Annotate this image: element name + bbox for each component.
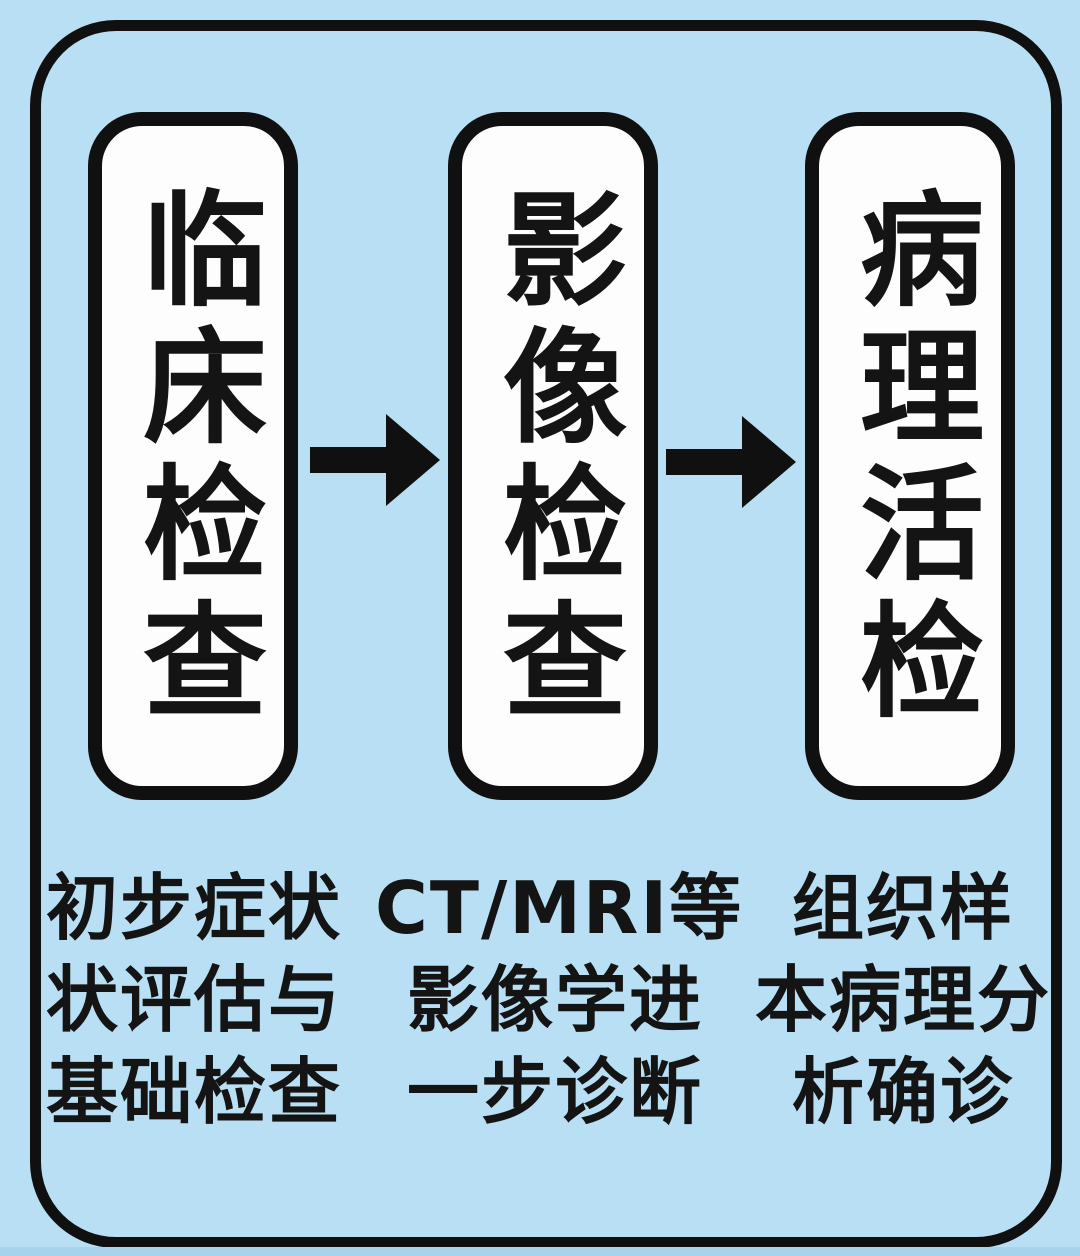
desc-line: 本病理分	[754, 958, 1051, 1042]
desc-line: CT/MRI等	[375, 866, 744, 950]
arrow-right-icon	[666, 416, 796, 508]
outer-frame-border	[30, 20, 1062, 1248]
desc-line: 一步诊断	[406, 1050, 703, 1134]
desc-line: 初步症状	[45, 866, 342, 950]
step-box-clinical-exam: 临床检查	[88, 112, 298, 800]
step-label-imaging-exam: 影像检查	[481, 185, 625, 733]
desc-line: 基础检查	[45, 1050, 342, 1134]
desc-line: 析确诊	[791, 1050, 1014, 1134]
step-description-imaging: CT/MRI等 影像学进 一步诊断	[375, 862, 744, 1138]
desc-line: 影像学进	[406, 958, 703, 1042]
bottom-edge-strip	[0, 1247, 1080, 1256]
desc-line: 状评估与	[45, 958, 342, 1042]
step-box-imaging-exam: 影像检查	[448, 112, 658, 800]
step-box-pathology-biopsy: 病理活检	[805, 112, 1015, 800]
step-description-clinical: 初步症状 状评估与 基础检查	[14, 862, 374, 1138]
arrow-right-icon	[310, 414, 440, 506]
step-label-clinical-exam: 临床检查	[121, 185, 265, 733]
step-description-pathology: 组织样 本病理分 析确诊	[723, 862, 1080, 1138]
step-label-pathology-biopsy: 病理活检	[838, 185, 982, 733]
desc-line: 组织样	[791, 866, 1014, 950]
